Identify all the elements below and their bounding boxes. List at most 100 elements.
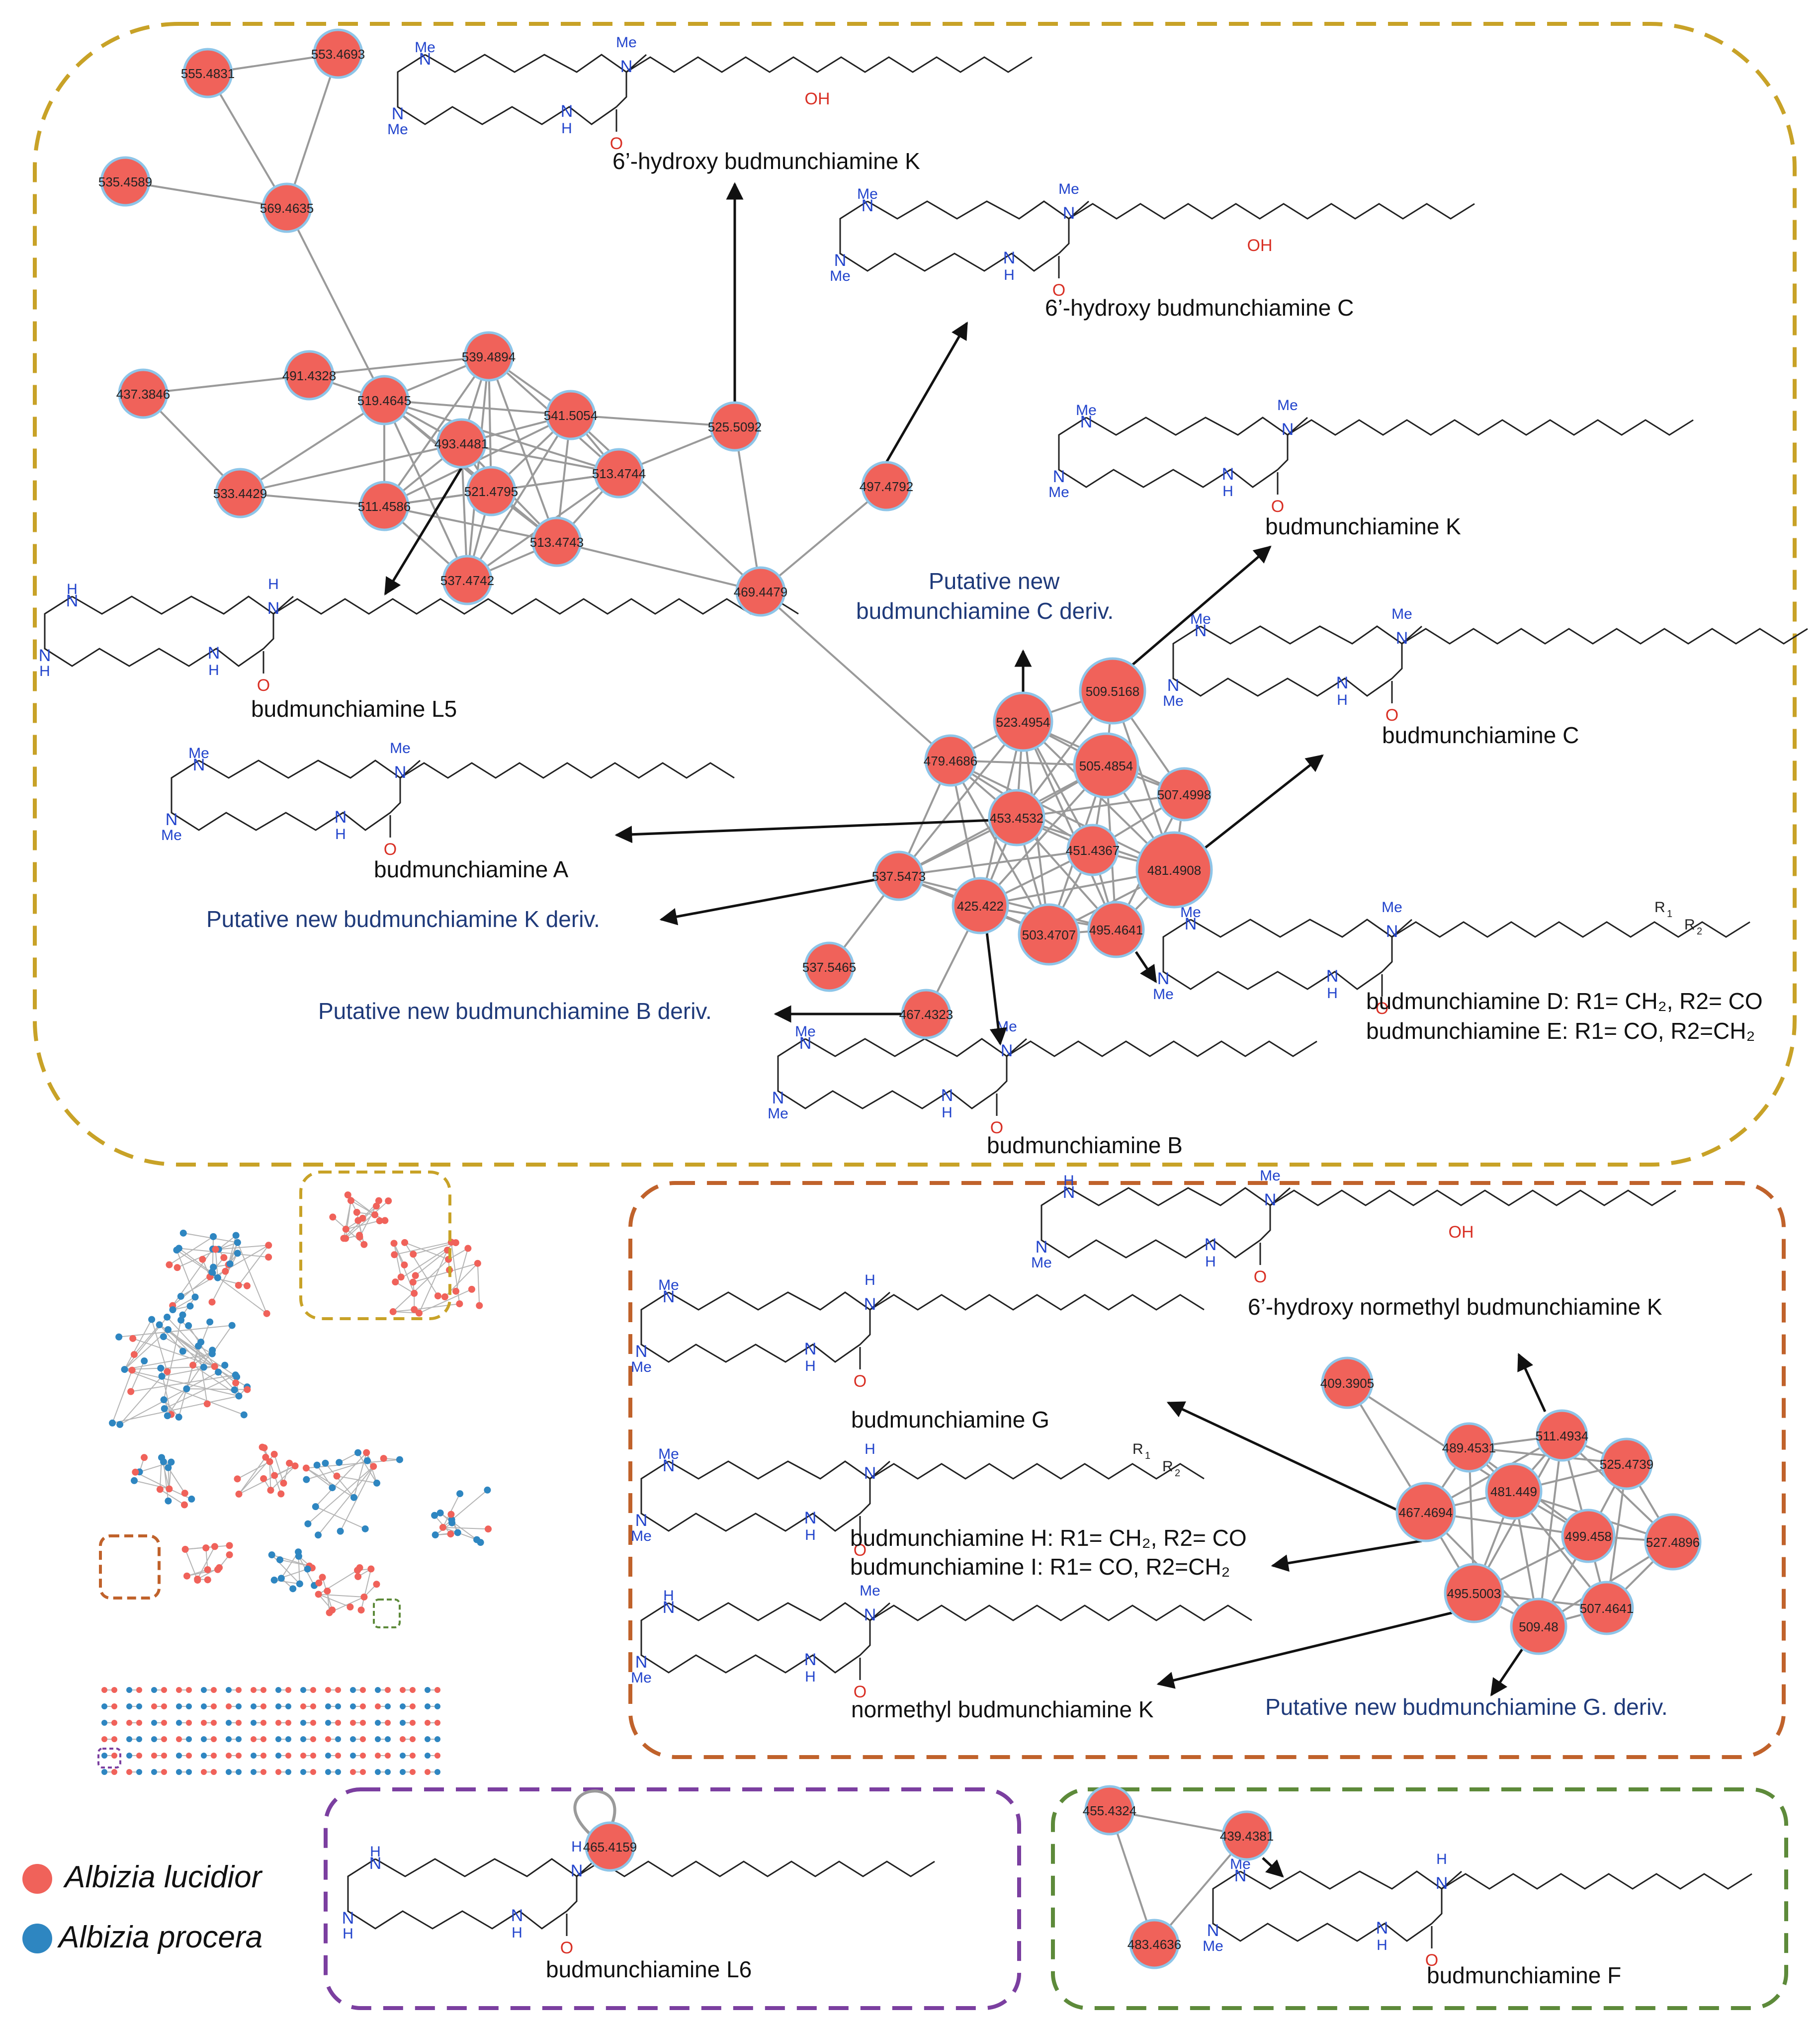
network-node[interactable]: 507.4641 bbox=[1579, 1581, 1634, 1635]
network-node[interactable]: 503.4707 bbox=[1018, 903, 1080, 966]
overview-node bbox=[325, 1736, 331, 1742]
nitrogen-substituent-label: H bbox=[1222, 483, 1233, 500]
overview-node bbox=[291, 1462, 299, 1470]
network-node[interactable]: 537.5465 bbox=[802, 941, 856, 992]
nitrogen-substituent-label: H bbox=[1205, 1254, 1216, 1270]
overview-node bbox=[425, 1736, 431, 1742]
overview-node bbox=[310, 1753, 316, 1759]
network-node[interactable]: 511.4934 bbox=[1536, 1409, 1589, 1462]
overview-node bbox=[161, 1703, 167, 1709]
overview-node bbox=[375, 1720, 381, 1726]
network-node[interactable]: 527.4896 bbox=[1644, 1513, 1702, 1571]
nitrogen-substituent-label: H bbox=[39, 663, 50, 679]
network-node[interactable]: 511.4586 bbox=[358, 481, 411, 531]
network-node[interactable]: 535.4589 bbox=[98, 156, 152, 207]
overview-node bbox=[325, 1720, 331, 1726]
annotation-arrow bbox=[1271, 1539, 1422, 1572]
label-budmunchiamine-i: budmunchiamine I: R1= CO, R2=CH₂ bbox=[850, 1554, 1230, 1580]
network-node[interactable]: 539.4894 bbox=[462, 331, 516, 382]
overview-edge bbox=[229, 1242, 238, 1264]
network-node[interactable]: 533.4429 bbox=[213, 468, 267, 518]
overview-node bbox=[173, 1264, 181, 1271]
overview-node bbox=[447, 1511, 455, 1518]
network-node[interactable]: 505.4854 bbox=[1073, 732, 1139, 799]
overview-edge bbox=[197, 1346, 208, 1404]
network-node[interactable]: 495.5003 bbox=[1444, 1563, 1504, 1623]
network-node-label: 497.4792 bbox=[860, 479, 913, 494]
network-edge bbox=[734, 426, 762, 592]
ring-bonds bbox=[1040, 1187, 1291, 1265]
network-node[interactable]: 479.4686 bbox=[924, 734, 977, 787]
nitrogen-substituent-label: Me bbox=[1031, 1255, 1052, 1271]
network-node[interactable]: 513.4744 bbox=[592, 448, 646, 499]
overview-node bbox=[228, 1322, 236, 1329]
network-node[interactable]: 491.4328 bbox=[282, 350, 336, 401]
network-node[interactable]: 481.449 bbox=[1485, 1462, 1543, 1520]
network-node[interactable]: 483.4636 bbox=[1127, 1919, 1181, 1969]
network-node[interactable]: 509.48 bbox=[1510, 1598, 1567, 1655]
network-node[interactable]: 499.458 bbox=[1561, 1509, 1616, 1563]
network-node[interactable]: 439.4381 bbox=[1220, 1810, 1274, 1861]
nitrogen-label: N bbox=[834, 251, 847, 270]
network-node-circle bbox=[1073, 732, 1139, 799]
network-node[interactable]: 437.3846 bbox=[116, 368, 170, 419]
network-node[interactable]: 481.4908 bbox=[1135, 831, 1213, 909]
nitrogen-label: N bbox=[1003, 249, 1016, 267]
network-node[interactable]: 465.4159 bbox=[583, 1821, 637, 1872]
network-node[interactable]: 507.4998 bbox=[1157, 767, 1212, 822]
ring-bonds bbox=[1058, 417, 1308, 495]
network-node-circle bbox=[952, 877, 1009, 934]
network-node[interactable]: 525.4739 bbox=[1600, 1437, 1653, 1490]
overview-node bbox=[350, 1703, 356, 1709]
network-node[interactable]: 453.4532 bbox=[988, 789, 1045, 846]
overview-node bbox=[484, 1486, 491, 1494]
overview-node bbox=[186, 1302, 194, 1310]
network-node[interactable]: 489.4531 bbox=[1442, 1422, 1496, 1473]
network-node[interactable]: 537.5473 bbox=[872, 850, 926, 901]
network-node[interactable]: 509.5168 bbox=[1079, 657, 1146, 725]
network-node-label: 511.4586 bbox=[358, 499, 411, 514]
network-node[interactable]: 513.4743 bbox=[530, 516, 584, 567]
nitrogen-label: N bbox=[1222, 465, 1234, 484]
network-node[interactable]: 553.4693 bbox=[311, 28, 365, 79]
overview-node bbox=[199, 1256, 206, 1263]
overview-node bbox=[319, 1574, 326, 1581]
network-node[interactable]: 493.4481 bbox=[434, 418, 488, 469]
overview-node bbox=[416, 1309, 423, 1317]
network-node[interactable]: 537.4742 bbox=[440, 555, 494, 605]
network-node[interactable]: 521.4795 bbox=[464, 466, 518, 516]
network-node[interactable]: 467.4694 bbox=[1395, 1482, 1456, 1542]
overview-node bbox=[211, 1753, 217, 1759]
network-node[interactable]: 495.4641 bbox=[1087, 901, 1145, 958]
overview-node bbox=[203, 1400, 211, 1408]
overview-node bbox=[360, 1241, 368, 1248]
network-node[interactable]: 467.4323 bbox=[899, 989, 953, 1039]
orange-cluster-box bbox=[628, 1181, 1786, 1759]
network-node[interactable]: 525.5092 bbox=[708, 401, 762, 452]
r2-group-label: R bbox=[1684, 917, 1695, 933]
network-node[interactable]: 569.4635 bbox=[260, 182, 314, 233]
overview-node bbox=[226, 1542, 233, 1549]
overview-node bbox=[325, 1769, 331, 1775]
annotation-arrow bbox=[985, 931, 1007, 1046]
overview-node bbox=[401, 1239, 409, 1246]
network-node[interactable]: 555.4831 bbox=[181, 48, 235, 98]
network-node[interactable]: 425.422 bbox=[952, 877, 1009, 934]
network-node[interactable]: 409.3905 bbox=[1320, 1356, 1374, 1409]
label-budmunchiamine-k: budmunchiamine K bbox=[1265, 513, 1461, 539]
ring-bonds bbox=[640, 1602, 890, 1680]
network-node[interactable]: 541.5054 bbox=[544, 390, 598, 440]
overview-node bbox=[300, 1720, 306, 1726]
network-node[interactable]: 451.4367 bbox=[1066, 824, 1120, 876]
network-node[interactable]: 455.4324 bbox=[1083, 1785, 1136, 1836]
network-edge bbox=[950, 760, 1050, 935]
network-node[interactable]: 523.4954 bbox=[993, 691, 1053, 752]
network-node[interactable]: 497.4792 bbox=[860, 461, 913, 511]
network-edge bbox=[570, 414, 735, 427]
nitrogen-label: N bbox=[663, 1287, 675, 1306]
overview-node bbox=[456, 1490, 464, 1498]
annotation-arrow bbox=[885, 321, 968, 463]
overview-node bbox=[477, 1539, 484, 1546]
network-node[interactable]: 519.4645 bbox=[357, 375, 411, 425]
network-node[interactable]: 469.4479 bbox=[734, 566, 787, 617]
